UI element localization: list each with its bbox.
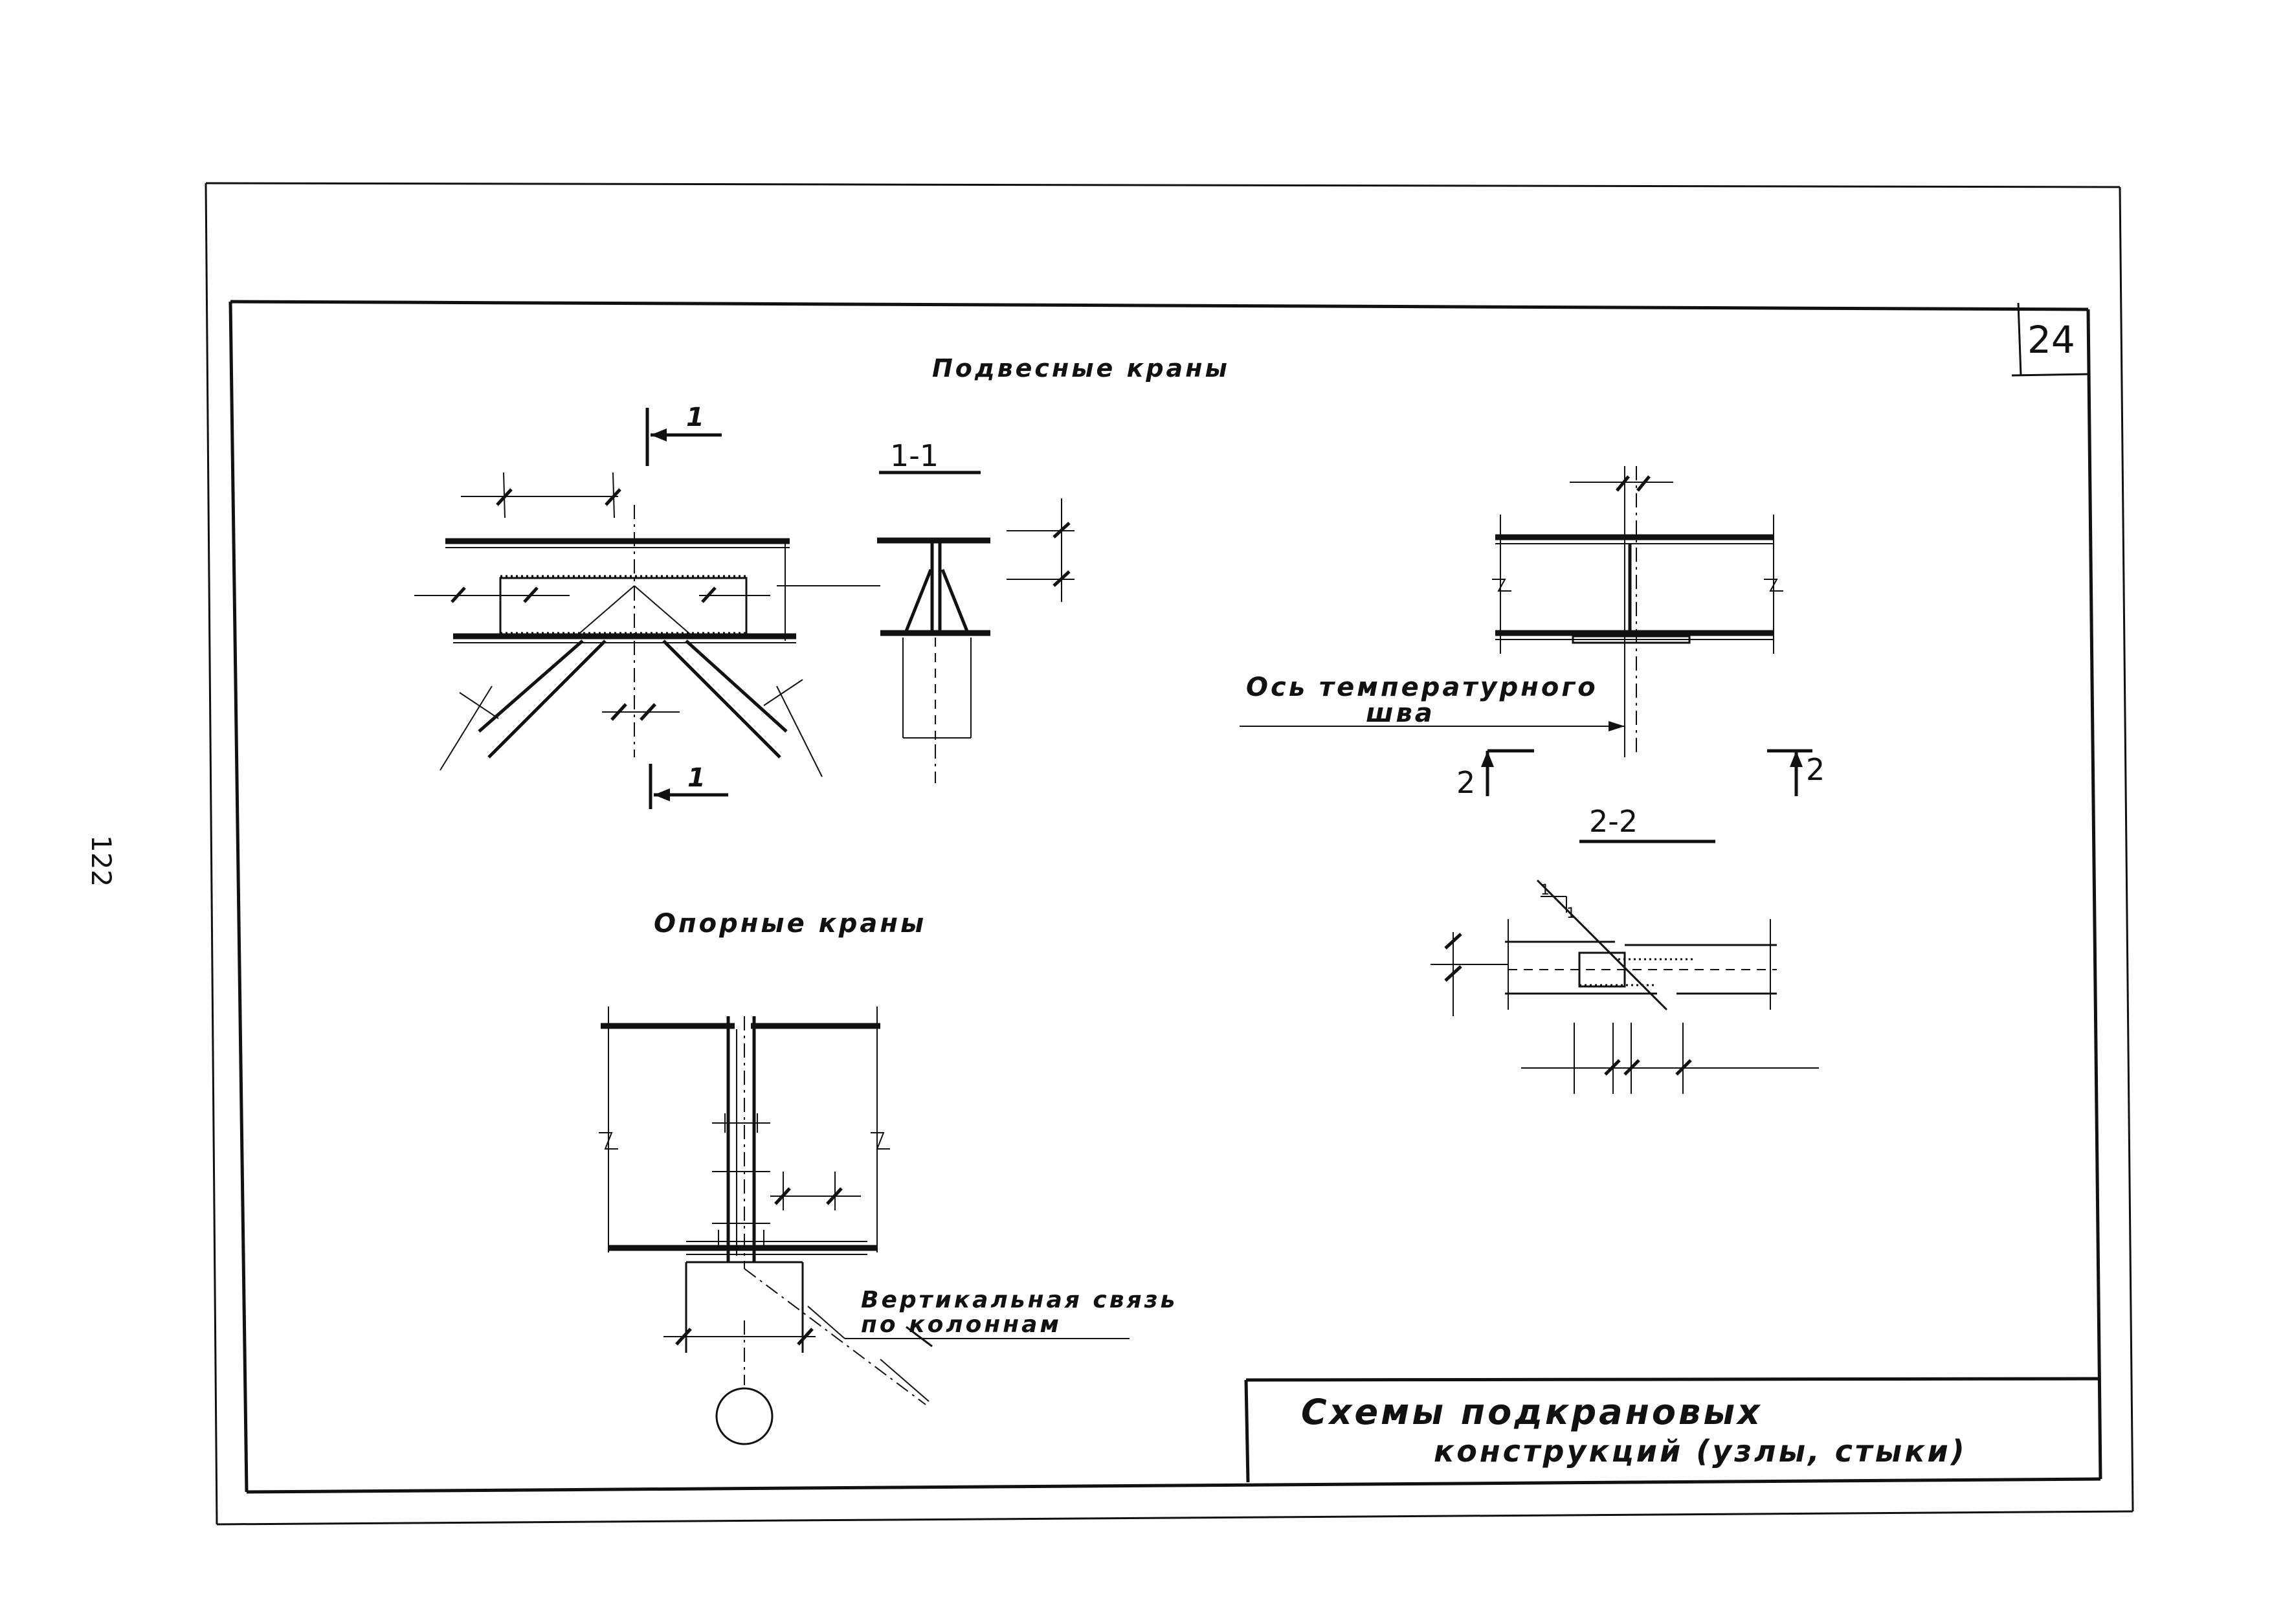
vertical-bracing-label-line1: Вертикальная связь (861, 1287, 1177, 1313)
section-1-1-label: 1-1 (890, 438, 939, 473)
title-line-1: Схемы подкрановых (1301, 1392, 1763, 1432)
hanging-cranes-title: Подвесные краны (932, 354, 1230, 383)
section-2-2: 2-2 1 1 (1431, 804, 1819, 1094)
support-cranes-elevation: Опорные краны (599, 909, 1177, 1445)
temperature-joint-label-line2: шва (1366, 698, 1435, 728)
vertical-bracing-label-line2: по колоннам (861, 1311, 1062, 1338)
cut-mark-2-right: 2 (1806, 752, 1825, 787)
title-block: Схемы подкрановых конструкций (узлы, сты… (1244, 1377, 2101, 1483)
sheet-number-box: 24 (2011, 302, 2090, 377)
hanging-cranes-plan: Подвесные краны 1 (414, 354, 1230, 809)
section-2-2-label: 2-2 (1589, 804, 1638, 839)
inner-frame (228, 300, 2102, 1494)
outer-frame (205, 182, 2134, 1526)
weld-mark-2: 1 (1566, 906, 1576, 922)
page-number: 122 (85, 835, 117, 887)
temperature-joint-plan: Ось температурного шва 2 2 (1240, 466, 1825, 800)
title-line-2: конструкций (узлы, стыки) (1434, 1434, 1967, 1469)
weld-mark-1: 1 (1541, 882, 1550, 898)
cut-mark-2-left: 2 (1456, 765, 1475, 800)
cut-mark-1-bottom: 1 (687, 763, 708, 793)
section-1-1: 1-1 (877, 438, 1075, 783)
support-cranes-title: Опорные краны (654, 909, 926, 939)
cut-mark-1-top: 1 (686, 403, 707, 432)
column-axis-marker (715, 1387, 774, 1445)
sheet-number: 24 (2027, 318, 2075, 362)
temperature-joint-label-line1: Ось температурного (1246, 673, 1598, 702)
